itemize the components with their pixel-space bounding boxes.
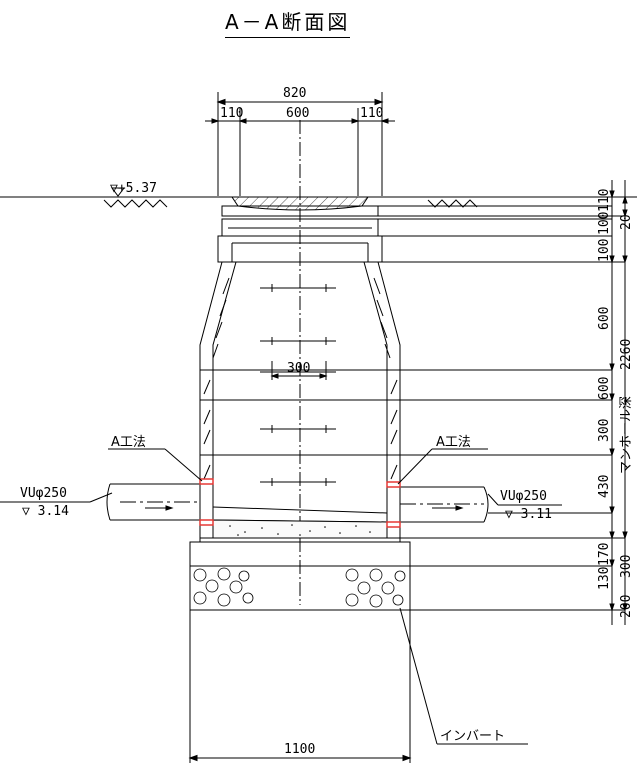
invert-label: インバート [440, 729, 505, 744]
right-dimensions [378, 180, 630, 625]
depth-total-label: 2260 [619, 339, 634, 370]
method-label-right: A工法 [436, 435, 471, 450]
right-dim-label: 170 [597, 543, 612, 566]
ground-level-label: ▽+5.37 [110, 181, 157, 196]
right-dim-texts: 110 20 100 100 600 600 300 430 170 130 3… [597, 189, 634, 618]
right-dim-label: 200 [619, 595, 634, 618]
outlet-pipe [400, 486, 489, 523]
method-label-left: A工法 [111, 435, 146, 450]
dim-left-wall: 110 [220, 106, 243, 121]
dim-opening: 600 [286, 106, 309, 121]
inlet-pipe [106, 483, 200, 521]
drawing-title: A－A断面図 [225, 6, 351, 38]
outlet-pipe-level: ▽ 3.11 [505, 507, 552, 522]
inlet-pipe-level: ▽ 3.14 [22, 504, 69, 519]
depth-caption: マンホール深 [619, 396, 634, 474]
right-dim-label: 600 [597, 307, 612, 330]
gravel [193, 567, 406, 608]
right-dim-label: 430 [597, 475, 612, 498]
right-dim-label: 100 [597, 239, 612, 262]
right-dim-label: 130 [597, 567, 612, 590]
right-dim-label: 300 [597, 419, 612, 442]
inlet-pipe-name: VUφ250 [20, 486, 67, 501]
dim-overall-width: 820 [283, 86, 306, 101]
invert-concrete-dots [229, 524, 371, 536]
invert [212, 506, 388, 539]
dim-right-wall: 110 [360, 106, 383, 121]
dim-base-width: 1100 [284, 742, 315, 757]
right-dim-label: 110 [597, 189, 612, 212]
bottom-dimension [188, 610, 412, 763]
outlet-pipe-name: VUφ250 [500, 489, 547, 504]
right-dim-label: 600 [597, 377, 612, 400]
dim-inner-step: 300 [287, 361, 310, 376]
ladder-steps [260, 284, 336, 486]
right-dim-label: 300 [619, 555, 634, 578]
right-dim-label: 20 [619, 214, 634, 230]
right-dim-label: 100 [597, 212, 612, 235]
pipe-joints [199, 478, 401, 528]
manhole-body [189, 120, 411, 611]
